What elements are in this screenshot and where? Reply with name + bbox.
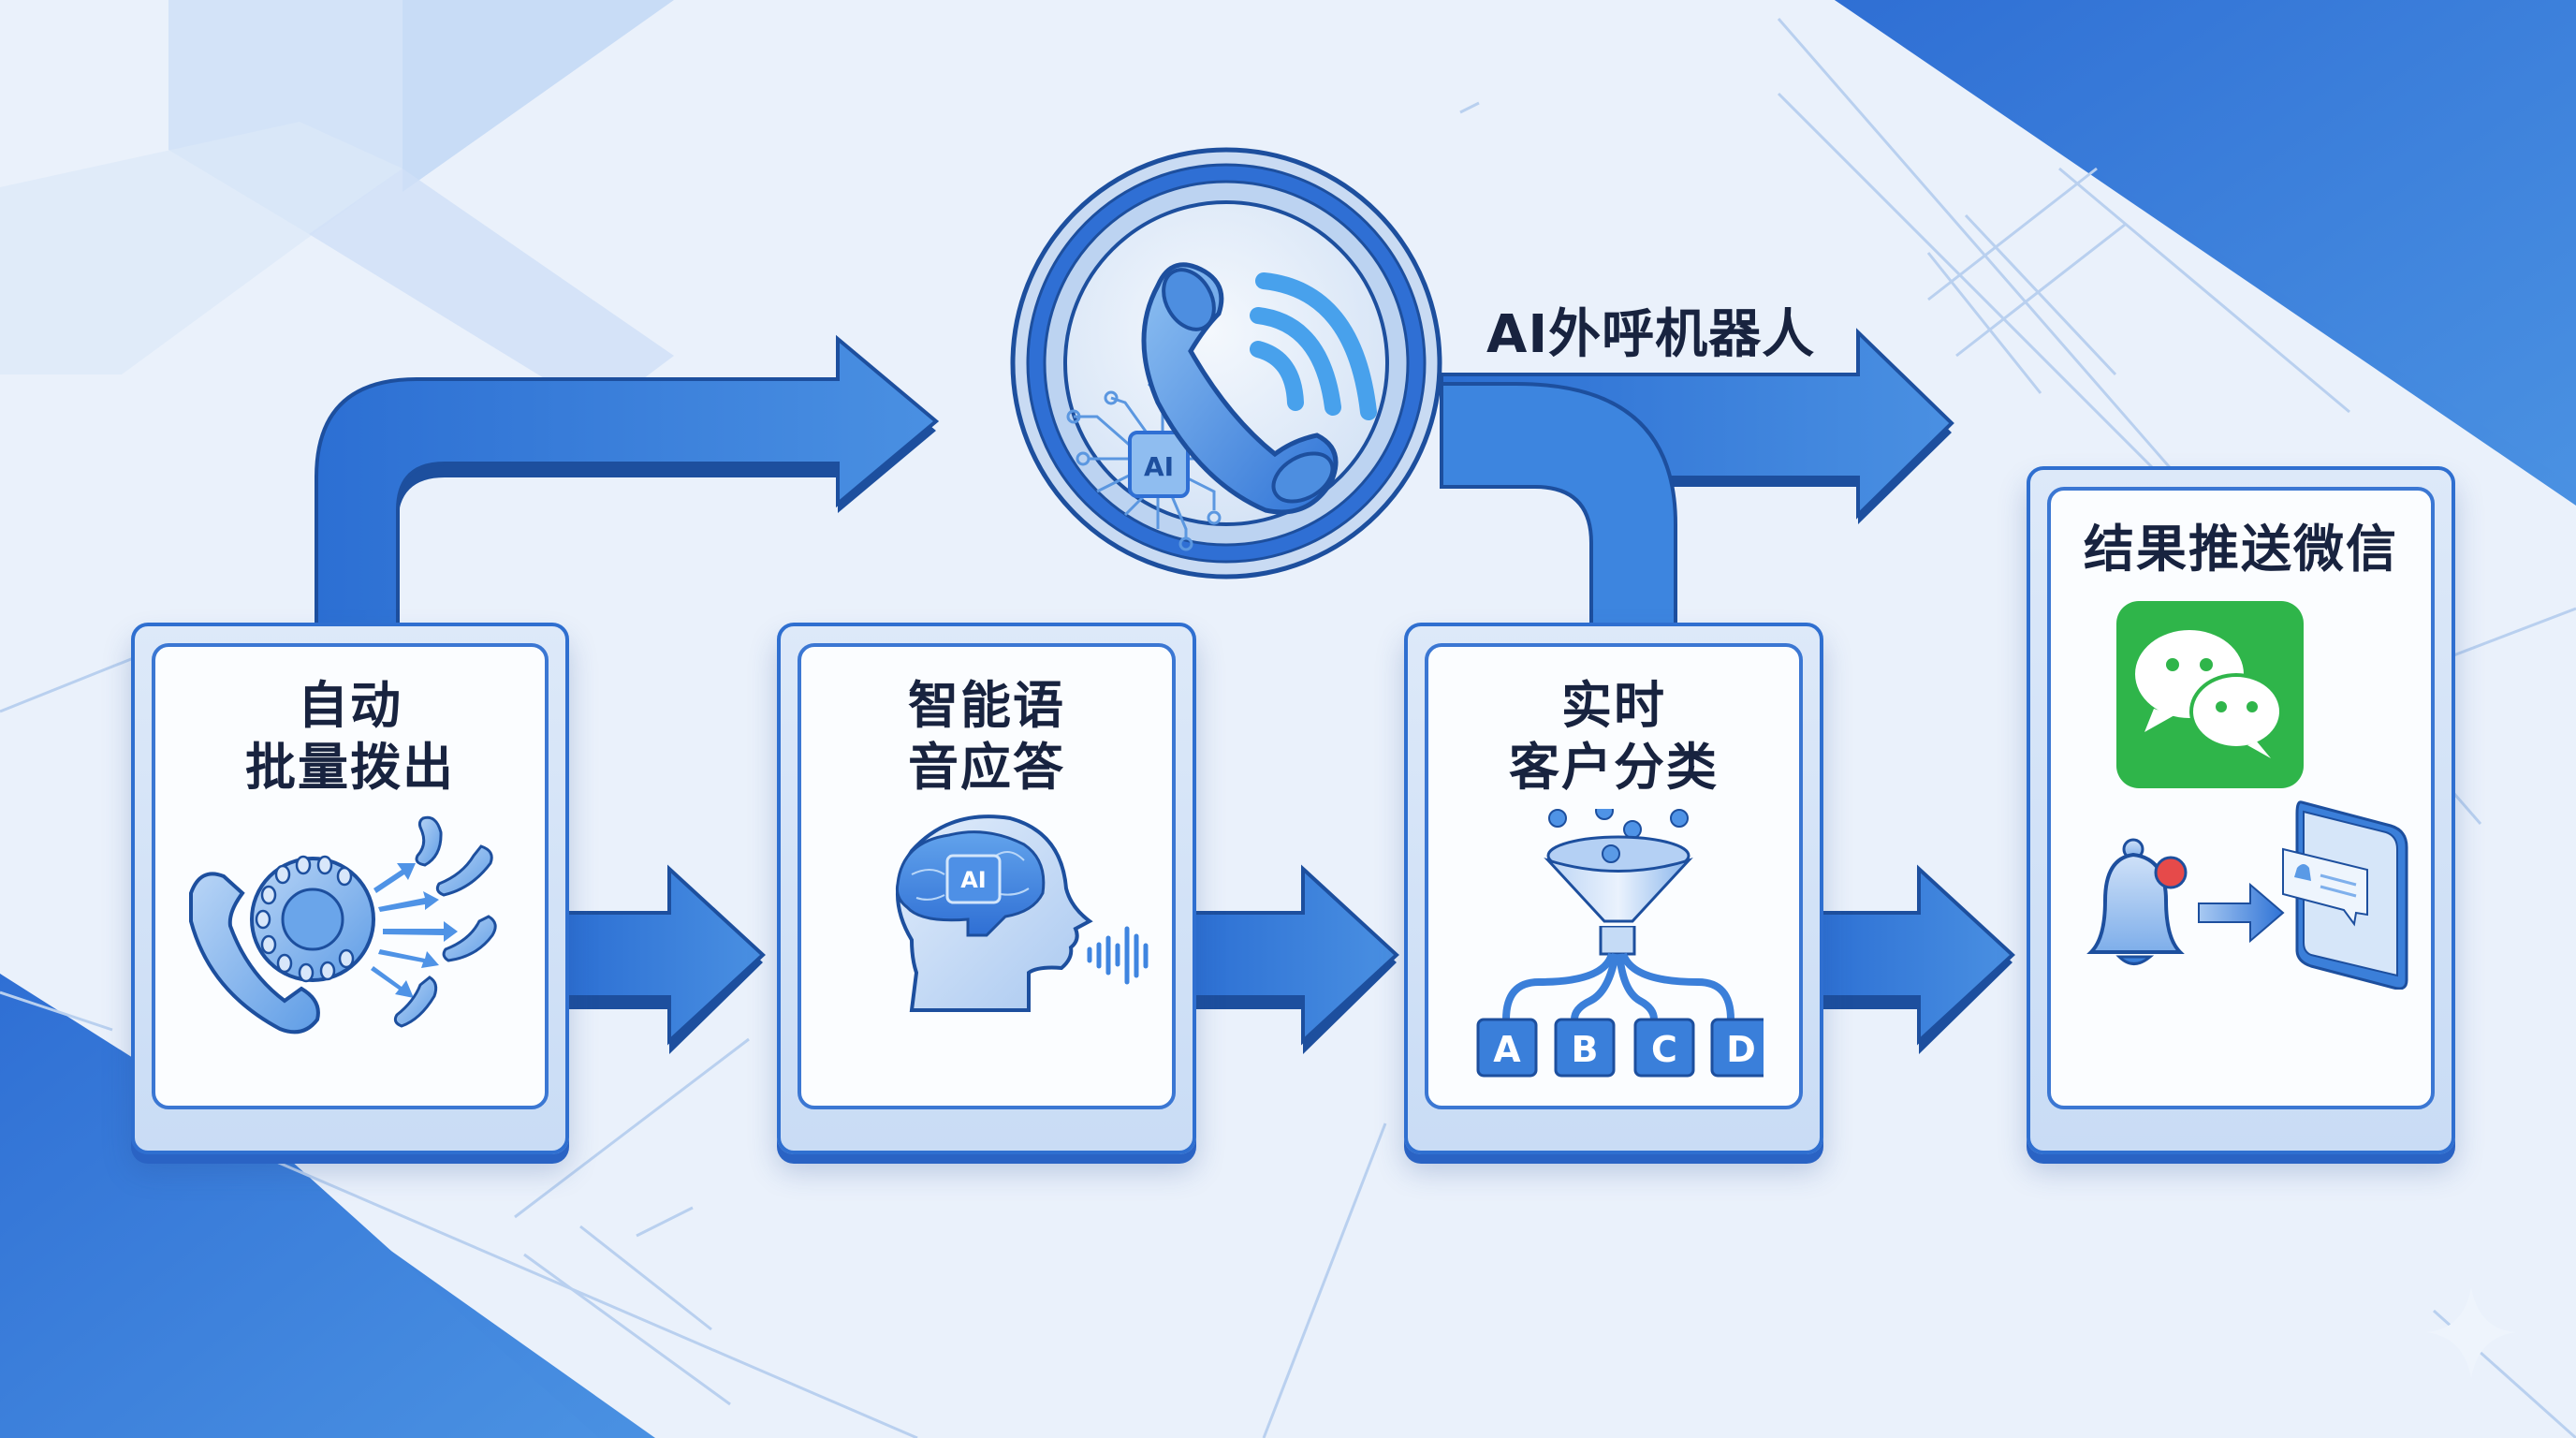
alert-dot bbox=[2154, 856, 2188, 889]
wechat-icon bbox=[2116, 601, 2304, 788]
center-node[interactable]: AI bbox=[994, 136, 1462, 604]
arrow-step1-to-center bbox=[315, 334, 940, 637]
center-node-label: AI外呼机器人 bbox=[1486, 304, 1816, 365]
bell-icon bbox=[2086, 838, 2188, 965]
phone-icon bbox=[2282, 800, 2408, 990]
step-card-auto-batch-dial[interactable]: 自动 批量拨出 bbox=[131, 623, 569, 1154]
arrow-step1-to-step2 bbox=[564, 864, 766, 1054]
category-b: B bbox=[1572, 1029, 1599, 1070]
ai-head-voice-icon: AI bbox=[896, 814, 1149, 1012]
step-card-push-wechat[interactable]: 结果推送微信 bbox=[2027, 466, 2455, 1154]
arrow-step2-to-step3 bbox=[1187, 864, 1399, 1054]
sparkle-icon bbox=[2426, 1287, 2516, 1378]
step-3-title: 实时 客户分类 bbox=[1509, 676, 1719, 797]
step-1-title: 自动 批量拨出 bbox=[245, 676, 455, 797]
dial-out-arrows bbox=[371, 863, 458, 998]
classification-tree: A B C D bbox=[1476, 926, 1764, 1078]
step-2-title: 智能语 音应答 bbox=[908, 676, 1065, 797]
voice-wave bbox=[1087, 926, 1149, 985]
step-4-title: 结果推送微信 bbox=[2084, 520, 2398, 579]
funnel-sorting-icon bbox=[1544, 809, 1693, 923]
category-c: C bbox=[1651, 1029, 1677, 1070]
ai-chip bbox=[945, 854, 1002, 904]
rotary-phone-multi-dial-icon bbox=[189, 815, 497, 1034]
step-card-smart-voice-answer[interactable]: 智能语 音应答 AI bbox=[777, 623, 1196, 1154]
connector-step3-to-center bbox=[1440, 382, 1677, 638]
notification-to-phone-icon bbox=[2086, 800, 2408, 990]
ai-chip bbox=[1128, 431, 1190, 498]
push-arrow bbox=[2198, 882, 2285, 944]
step-card-realtime-classification[interactable]: 实时 客户分类 bbox=[1404, 623, 1823, 1154]
category-boxes bbox=[1476, 1018, 1764, 1078]
data-dots bbox=[1548, 809, 1689, 839]
ai-chip-label: AI bbox=[960, 867, 987, 893]
category-a: A bbox=[1493, 1029, 1521, 1070]
signal-waves bbox=[1250, 272, 1377, 420]
ai-phone-robot-icon: AI bbox=[1010, 147, 1442, 580]
category-d: D bbox=[1726, 1029, 1756, 1070]
arrow-step3-to-step4 bbox=[1809, 864, 2015, 1054]
ai-chip-label: AI bbox=[1144, 451, 1174, 482]
small-handsets bbox=[393, 815, 497, 1028]
